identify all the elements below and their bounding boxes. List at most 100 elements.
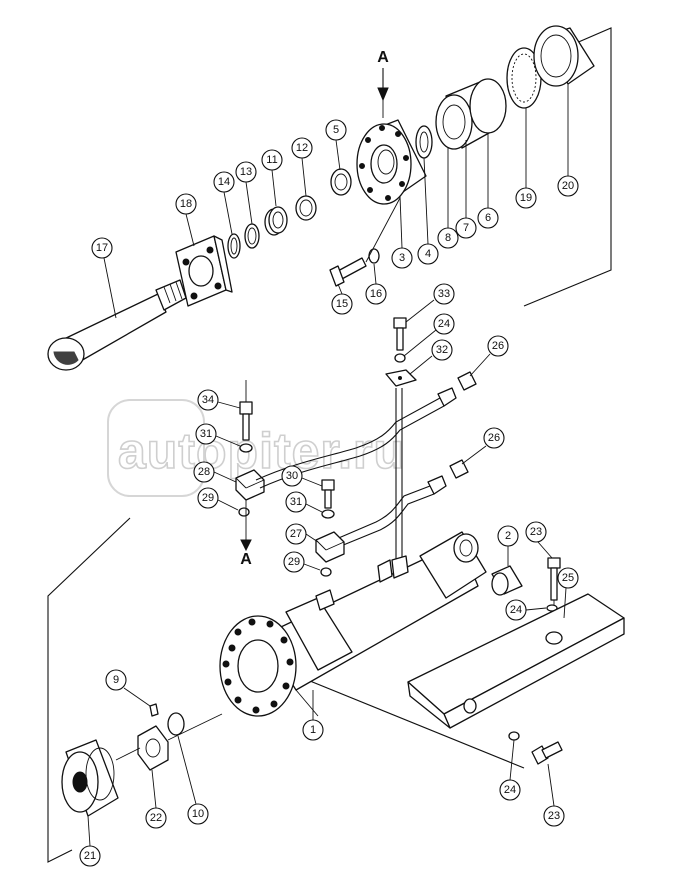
callout-13: 13 bbox=[235, 161, 257, 225]
callout-4: 4 bbox=[417, 157, 439, 265]
callout-11: 11 bbox=[261, 149, 283, 207]
svg-text:29: 29 bbox=[288, 556, 300, 568]
callout-31a: 31 bbox=[195, 423, 241, 447]
washer-24a bbox=[394, 353, 406, 363]
cylinder-ports bbox=[315, 555, 409, 611]
bolt-34 bbox=[239, 380, 253, 441]
svg-text:24: 24 bbox=[438, 318, 450, 330]
svg-text:26: 26 bbox=[492, 340, 504, 352]
svg-text:28: 28 bbox=[198, 466, 210, 478]
svg-text:25: 25 bbox=[562, 572, 574, 584]
callout-7: 7 bbox=[455, 140, 477, 239]
washer-29b bbox=[320, 567, 332, 577]
bearing-8-7-6 bbox=[435, 78, 507, 150]
bolt-30 bbox=[321, 479, 335, 509]
o-ring-10 bbox=[167, 712, 185, 736]
callout-25: 25 bbox=[557, 567, 579, 619]
flange-18 bbox=[175, 235, 233, 307]
ring-5 bbox=[330, 168, 352, 196]
section-marker-top: A bbox=[377, 49, 389, 118]
watermark-text: autopiter.ru bbox=[118, 423, 405, 479]
washer-31a bbox=[239, 443, 253, 453]
svg-text:10: 10 bbox=[192, 808, 204, 820]
pipe-vertical bbox=[395, 388, 403, 560]
callout-33: 33 bbox=[405, 283, 455, 323]
svg-text:13: 13 bbox=[240, 166, 252, 178]
pin-17 bbox=[47, 279, 187, 371]
callout-20: 20 bbox=[557, 84, 579, 197]
callout-18: 18 bbox=[175, 193, 197, 247]
callout-23a: 23 bbox=[525, 521, 553, 559]
ring-13 bbox=[244, 223, 260, 249]
pipe-lower bbox=[333, 459, 469, 549]
washer-31b bbox=[321, 509, 335, 519]
callout-24c: 24 bbox=[499, 739, 521, 801]
callout-12: 12 bbox=[291, 137, 313, 197]
svg-text:23: 23 bbox=[530, 526, 542, 538]
ring-4 bbox=[415, 125, 433, 159]
ring-14 bbox=[227, 233, 241, 259]
bracket-28 bbox=[235, 469, 265, 501]
plug-9 bbox=[149, 703, 159, 717]
callout-16: 16 bbox=[365, 263, 387, 305]
svg-text:6: 6 bbox=[485, 212, 491, 224]
callouts: 1 2 3 4 5 6 7 8 9 10 11 12 13 14 15 16 1… bbox=[79, 84, 579, 867]
svg-text:21: 21 bbox=[84, 850, 96, 862]
svg-text:17: 17 bbox=[96, 242, 108, 254]
svg-text:7: 7 bbox=[463, 222, 469, 234]
bushing-2 bbox=[491, 565, 523, 596]
ring-12 bbox=[295, 195, 317, 221]
callout-1: 1 bbox=[302, 690, 324, 741]
callout-29b: 29 bbox=[283, 551, 321, 573]
nut-22 bbox=[137, 725, 169, 771]
section-marker-bottom-label: A bbox=[240, 551, 252, 568]
svg-text:9: 9 bbox=[113, 674, 119, 686]
svg-text:24: 24 bbox=[504, 784, 516, 796]
svg-text:26: 26 bbox=[488, 432, 500, 444]
svg-text:22: 22 bbox=[150, 812, 162, 824]
svg-text:23: 23 bbox=[548, 810, 560, 822]
svg-text:19: 19 bbox=[520, 192, 532, 204]
callout-26b: 26 bbox=[461, 427, 505, 465]
svg-text:16: 16 bbox=[370, 288, 382, 300]
svg-text:34: 34 bbox=[202, 394, 214, 406]
callout-26a: 26 bbox=[469, 335, 509, 377]
section-marker-top-label: A bbox=[377, 49, 389, 66]
rod-end bbox=[419, 531, 487, 599]
callout-14: 14 bbox=[213, 171, 235, 235]
washer-24c bbox=[508, 731, 520, 741]
svg-text:24: 24 bbox=[510, 604, 522, 616]
ring-11 bbox=[264, 206, 288, 236]
svg-text:31: 31 bbox=[290, 496, 302, 508]
cylinder-1 bbox=[219, 541, 479, 717]
ring-20 bbox=[533, 25, 595, 87]
svg-text:32: 32 bbox=[436, 344, 448, 356]
gland-21 bbox=[61, 739, 119, 817]
watermark: autopiter.ru bbox=[107, 399, 405, 497]
arm-25 bbox=[407, 593, 625, 729]
callout-6: 6 bbox=[477, 134, 499, 229]
bolt-23b bbox=[531, 741, 563, 765]
callout-3: 3 bbox=[391, 195, 413, 269]
bracket-27 bbox=[315, 531, 345, 563]
svg-text:2: 2 bbox=[505, 530, 511, 542]
svg-text:18: 18 bbox=[180, 198, 192, 210]
callout-8: 8 bbox=[437, 148, 459, 249]
section-marker-bottom: A bbox=[240, 551, 252, 568]
svg-text:4: 4 bbox=[425, 248, 431, 260]
clamp-32 bbox=[385, 369, 417, 387]
callout-5: 5 bbox=[325, 119, 347, 171]
callout-29a: 29 bbox=[197, 487, 239, 511]
callout-24b: 24 bbox=[505, 599, 547, 621]
callout-24a: 24 bbox=[403, 313, 455, 357]
washer-16 bbox=[368, 248, 380, 264]
callout-32: 32 bbox=[409, 339, 453, 375]
callout-17: 17 bbox=[91, 237, 117, 319]
callout-27: 27 bbox=[285, 523, 319, 545]
svg-text:15: 15 bbox=[336, 298, 348, 310]
washer-29a bbox=[238, 507, 250, 517]
svg-text:33: 33 bbox=[438, 288, 450, 300]
middle-assembly bbox=[235, 317, 477, 577]
